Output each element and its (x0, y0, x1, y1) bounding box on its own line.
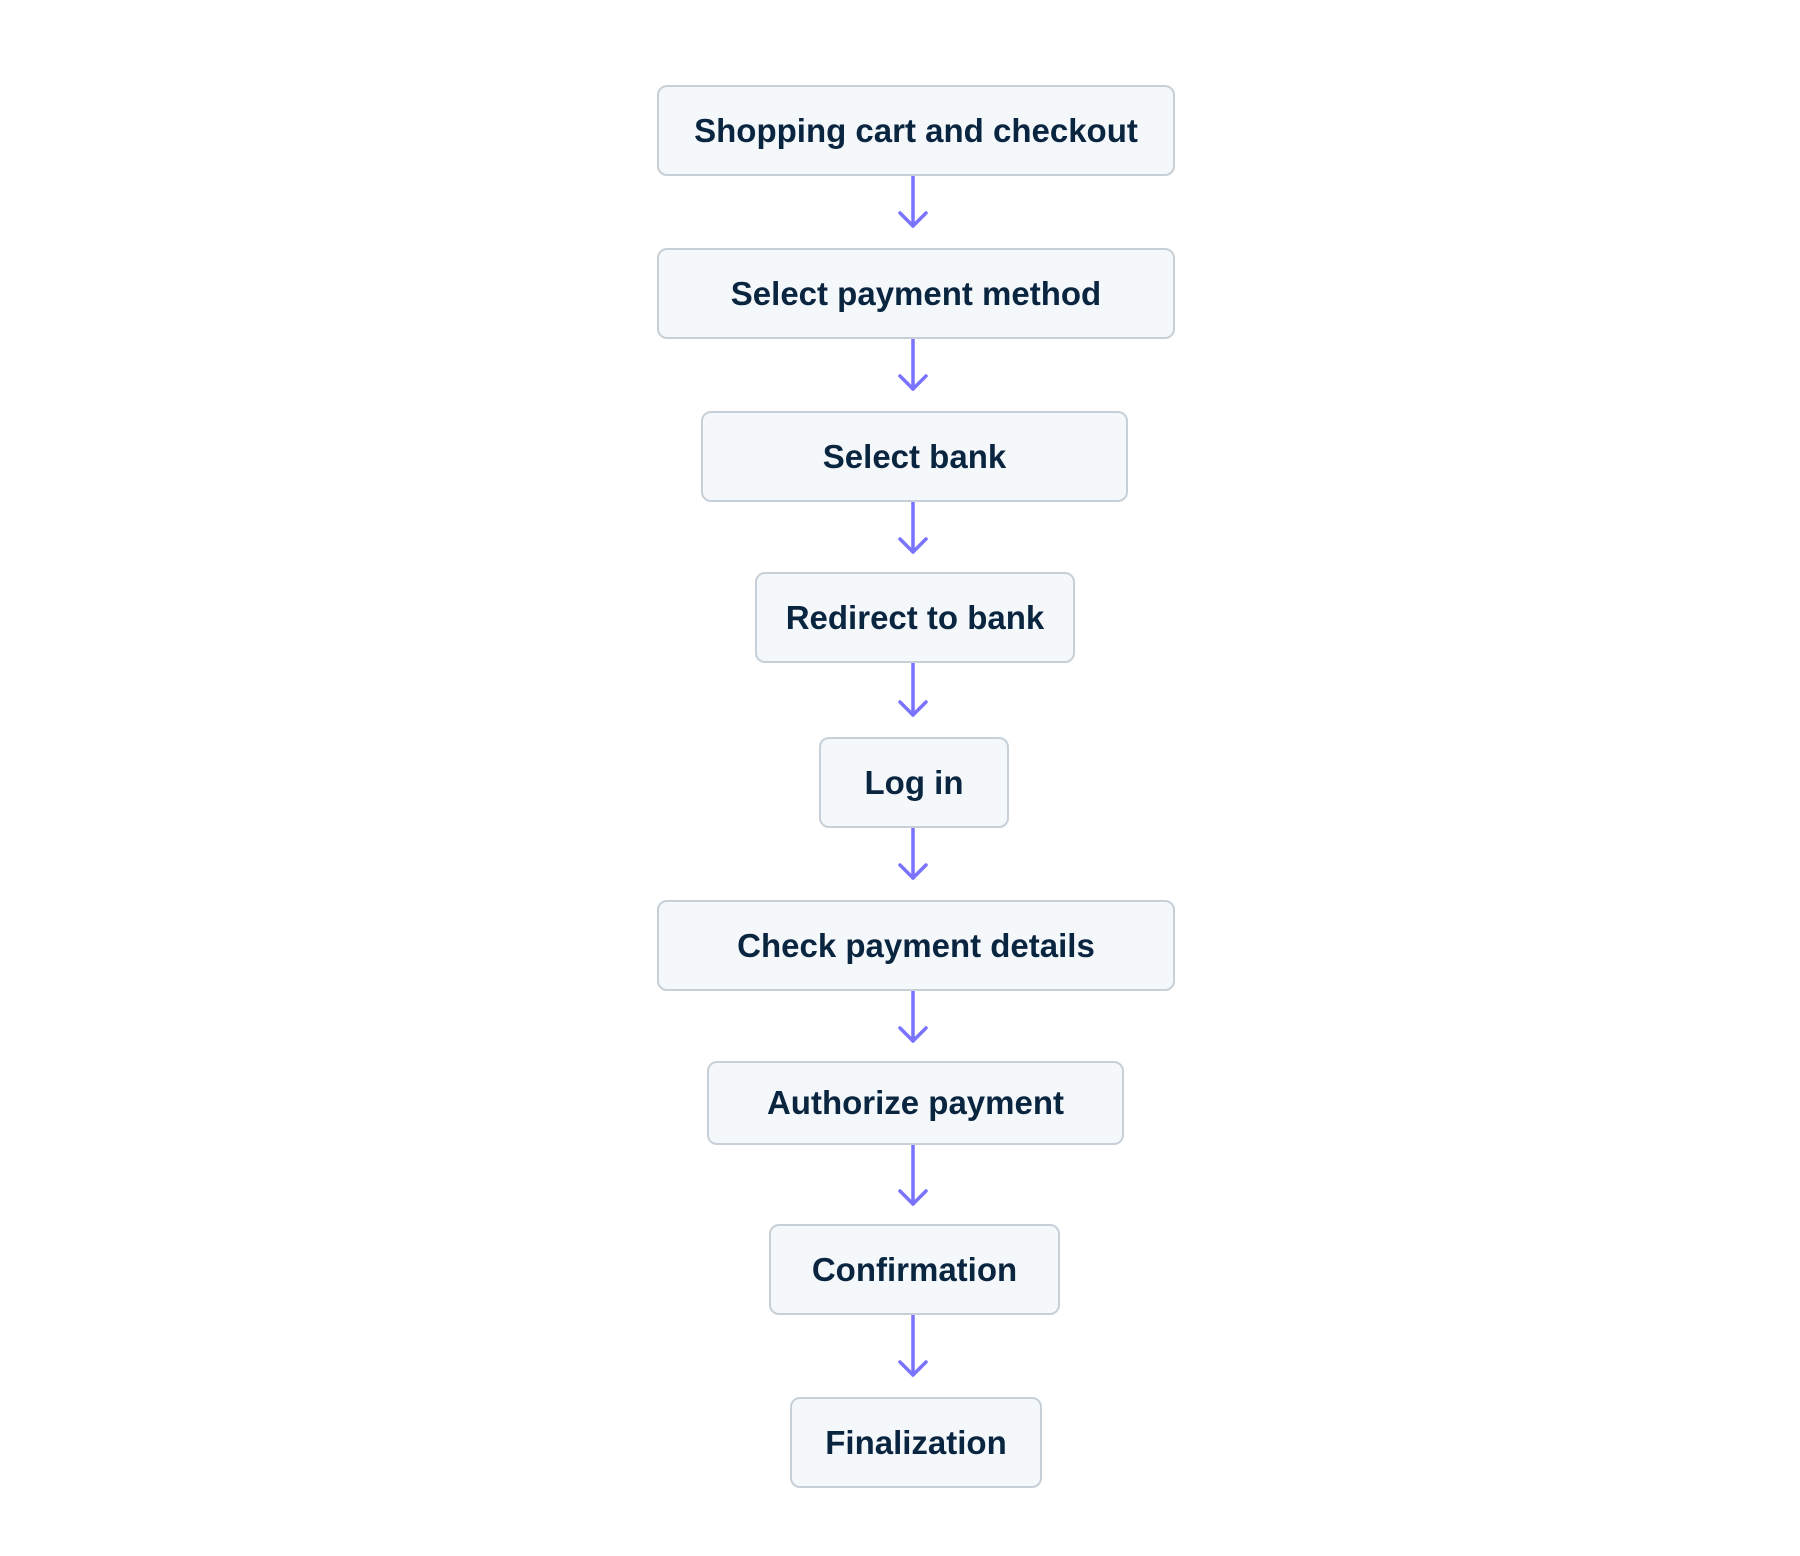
step-select-bank: Select bank (701, 411, 1128, 502)
arrow-7 (898, 1143, 928, 1206)
step-authorize-payment: Authorize payment (707, 1061, 1124, 1145)
step-label: Log in (864, 763, 964, 801)
step-label: Authorize payment (766, 1084, 1065, 1121)
arrow-8 (898, 1313, 928, 1377)
step-label: Check payment details (737, 926, 1095, 964)
arrow-5 (898, 826, 928, 880)
step-redirect-to-bank: Redirect to bank (755, 572, 1075, 663)
step-label: Redirect to bank (785, 598, 1045, 636)
step-confirmation: Confirmation (769, 1224, 1060, 1315)
arrow-4 (898, 661, 928, 717)
arrow-3 (898, 500, 928, 554)
step-label: Confirmation (811, 1250, 1018, 1288)
step-label: Finalization (825, 1423, 1007, 1461)
step-label: Shopping cart and checkout (694, 111, 1138, 149)
arrow-2 (898, 337, 928, 391)
step-shopping-cart-checkout: Shopping cart and checkout (657, 85, 1175, 176)
step-check-payment-details: Check payment details (657, 900, 1175, 991)
step-label: Select payment method (730, 274, 1102, 312)
step-log-in: Log in (819, 737, 1009, 828)
arrow-1 (898, 174, 928, 228)
step-label: Select bank (822, 437, 1007, 475)
step-finalization: Finalization (790, 1397, 1042, 1488)
arrow-6 (898, 989, 928, 1043)
step-select-payment-method: Select payment method (657, 248, 1175, 339)
